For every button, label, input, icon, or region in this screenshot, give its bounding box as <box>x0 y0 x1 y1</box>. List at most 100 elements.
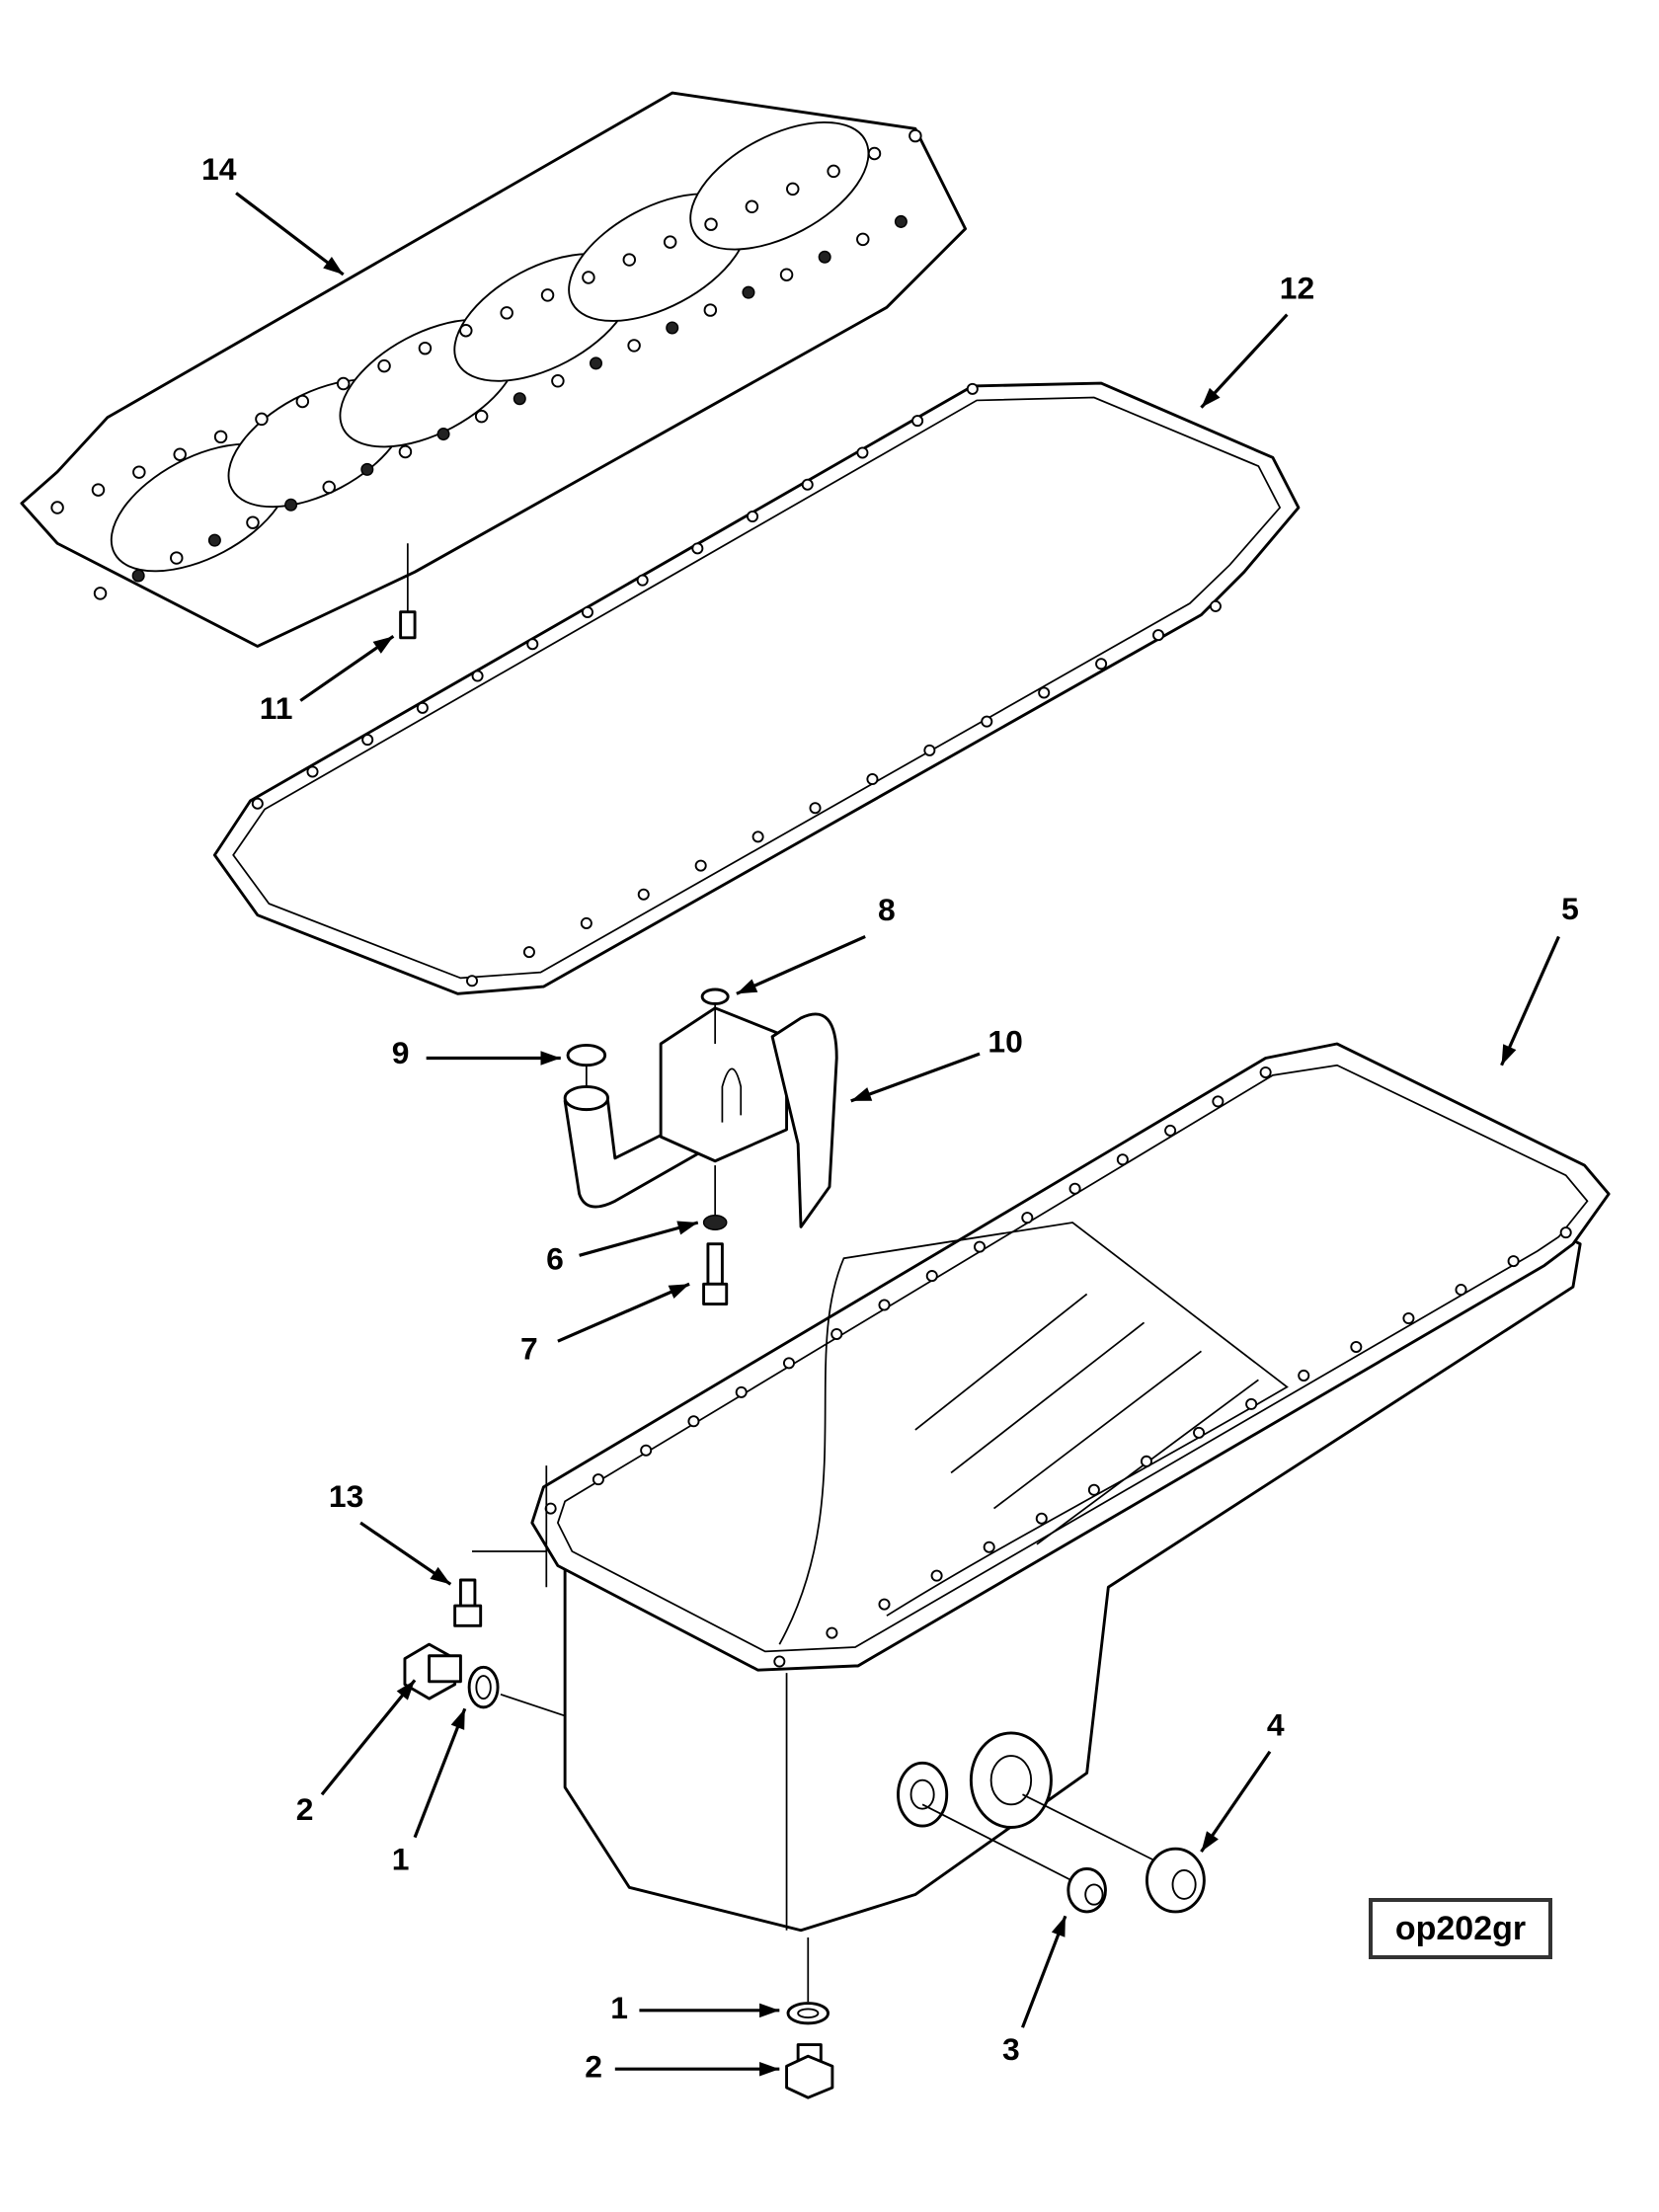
drain-plug-2-side <box>403 1642 462 1700</box>
arrowhead-icon <box>450 1708 465 1730</box>
bolt-hole <box>801 478 814 491</box>
arrowhead-icon <box>1051 1916 1066 1937</box>
leader-line <box>557 1282 690 1343</box>
pipe-plug-4 <box>1146 1847 1206 1914</box>
arrowhead-icon <box>759 2061 780 2077</box>
o-ring-9 <box>566 1044 607 1087</box>
bolt-hole <box>471 670 484 682</box>
bolt-hole <box>170 551 184 565</box>
bolt-hole <box>735 1385 748 1398</box>
bolt-hole <box>418 341 433 356</box>
bolt-hole <box>1087 1483 1100 1496</box>
bolt-hole <box>983 1540 995 1553</box>
bolt-hole <box>981 715 993 728</box>
bolt-hole <box>1455 1284 1467 1297</box>
bolt-hole <box>627 339 641 353</box>
callout-number: 1 <box>392 1842 410 1877</box>
bolt-hole <box>878 1299 891 1311</box>
leader-line <box>736 934 866 995</box>
callout-number: 5 <box>1561 891 1579 926</box>
bolt-hole <box>1193 1426 1206 1439</box>
arrowhead-icon <box>1501 1044 1517 1066</box>
bolt-hole <box>207 533 221 547</box>
bolt-hole <box>1152 629 1165 642</box>
bolt-hole <box>1402 1312 1415 1325</box>
callout-number: 4 <box>1267 1707 1285 1743</box>
bolt-hole <box>703 303 718 317</box>
bolt-hole <box>745 199 759 213</box>
bolt-hole <box>894 214 908 228</box>
bolt-hole <box>1507 1255 1520 1268</box>
bolt-hole <box>284 498 298 512</box>
bolt-hole <box>1259 1066 1272 1078</box>
bolt-hole <box>459 324 473 338</box>
callout-number: 2 <box>296 1791 314 1827</box>
callout-number: 12 <box>1280 270 1314 305</box>
cylinder-bore <box>689 120 870 251</box>
bolt-hole <box>826 1626 838 1639</box>
bolt-hole <box>522 946 535 959</box>
bolt-hole <box>908 128 922 143</box>
callout-number: 9 <box>392 1035 410 1070</box>
callout-drain-plug: 2 <box>585 2049 780 2085</box>
callout-number: 10 <box>988 1023 1022 1059</box>
leader-line <box>320 1679 417 1796</box>
bolt-hole <box>582 271 595 284</box>
bolt-hole <box>966 382 979 395</box>
bolt-hole <box>663 235 677 249</box>
bolt-hole <box>466 975 479 988</box>
leader-line <box>235 192 345 276</box>
arrowhead-icon <box>1201 1831 1219 1853</box>
bolt-hole <box>500 306 514 320</box>
bolt-hole <box>637 888 650 901</box>
callout-number: 2 <box>585 2049 602 2085</box>
bolt-hole <box>747 511 759 523</box>
bolt-hole <box>474 409 489 424</box>
callout-number: 3 <box>1002 2031 1020 2067</box>
callout-suction-tube: 10 <box>850 1023 1023 1103</box>
bolt-hole <box>622 253 637 267</box>
arrowhead-icon <box>540 1051 561 1066</box>
callout-cylinder-head-gasket: 14 <box>201 151 345 276</box>
oil-pan-gasket <box>212 381 1301 995</box>
callout-number: 6 <box>546 1241 564 1277</box>
callout-sealing-washer: 1 <box>610 1990 780 2025</box>
figure-id-label: op202gr <box>1369 1898 1552 1959</box>
bolt-hole <box>856 446 869 459</box>
callout-number: 13 <box>329 1478 363 1514</box>
bolt-hole <box>580 916 592 929</box>
bolt-hole <box>540 288 555 302</box>
leader-line <box>850 1052 981 1103</box>
bolt-hole <box>923 744 936 756</box>
callout-o-ring: 9 <box>392 1035 561 1070</box>
bolt-hole <box>526 638 539 651</box>
capscrew-13 <box>453 1578 483 1627</box>
bolt-hole <box>592 1473 604 1486</box>
bolt-hole <box>1038 686 1051 699</box>
callout-dowel-pin: 11 <box>260 635 395 726</box>
bolt-hole <box>295 394 310 409</box>
bolt-hole <box>361 734 374 747</box>
callout-number: 11 <box>260 690 293 726</box>
callout-oil-pan: 5 <box>1500 891 1579 1066</box>
callout-capscrew: 7 <box>520 1282 690 1367</box>
bolt-hole <box>925 1270 938 1283</box>
leader-line <box>1500 935 1560 1066</box>
bolt-hole <box>636 574 649 587</box>
washer-8 <box>700 988 730 1045</box>
bolt-hole <box>1350 1340 1363 1353</box>
arrowhead-icon <box>850 1087 873 1101</box>
callout-number: 1 <box>610 1990 628 2025</box>
drain-plug-2-bottom <box>785 2043 834 2099</box>
bolt-hole <box>1021 1212 1034 1224</box>
bolt-hole <box>691 542 704 555</box>
bolt-hole <box>581 605 593 618</box>
bolt-hole <box>255 412 269 427</box>
callout-drain-plug: 2 <box>296 1679 417 1827</box>
bolt-hole <box>911 415 924 428</box>
bolt-hole <box>398 444 413 459</box>
bolt-hole <box>1164 1124 1177 1137</box>
callout-sealing-washer: 1 <box>392 1707 467 1877</box>
